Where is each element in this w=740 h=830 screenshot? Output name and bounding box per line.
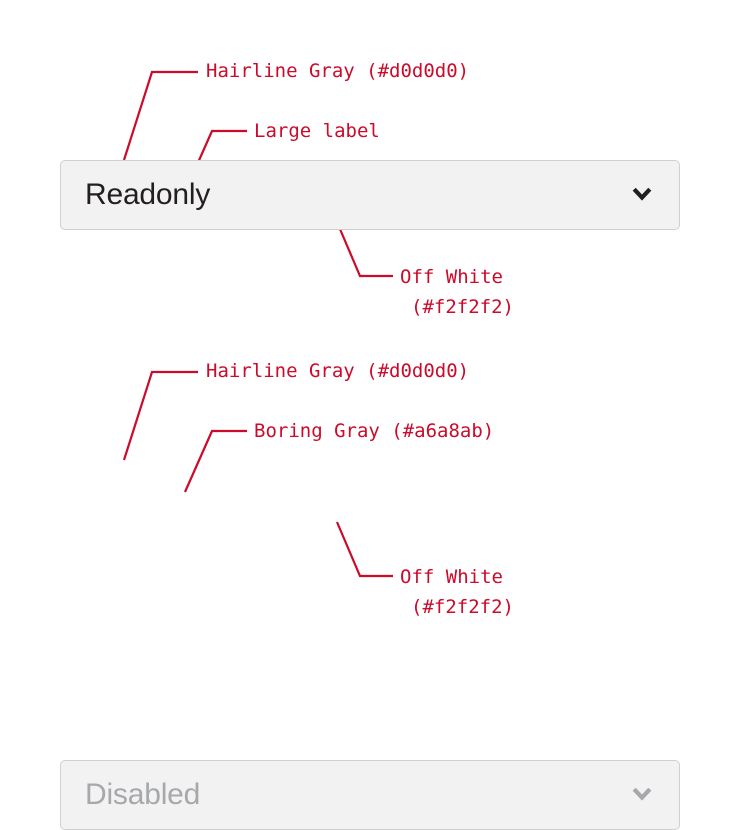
leader-line-border xyxy=(122,370,198,461)
leader-line-label xyxy=(183,429,247,493)
annotation-fill-color-line2: (#f2f2f2) xyxy=(411,296,514,318)
disabled-select: Disabled xyxy=(60,760,680,830)
annotation-fill-color-line2: (#f2f2f2) xyxy=(411,596,514,618)
leader-line-border xyxy=(122,70,198,161)
leader-line-fill xyxy=(335,521,393,578)
leader-lines-readonly xyxy=(122,70,393,278)
annotation-border-color: Hairline Gray (#d0d0d0) xyxy=(206,60,470,82)
readonly-select[interactable]: Readonly xyxy=(60,160,680,230)
annotation-label-size: Large label xyxy=(254,120,380,142)
annotation-text-color: Boring Gray (#a6a8ab) xyxy=(254,420,495,442)
disabled-select-value: Disabled xyxy=(85,778,201,811)
annotation-fill-color-line1: Off White xyxy=(400,266,503,288)
chevron-down-icon xyxy=(632,787,652,801)
readonly-select-value: Readonly xyxy=(85,178,211,211)
annotation-border-color: Hairline Gray (#d0d0d0) xyxy=(206,360,470,382)
chevron-down-icon[interactable] xyxy=(627,180,657,210)
leader-lines-disabled xyxy=(122,370,393,578)
annotation-fill-color-line1: Off White xyxy=(400,566,503,588)
leader-line-fill xyxy=(335,221,393,278)
